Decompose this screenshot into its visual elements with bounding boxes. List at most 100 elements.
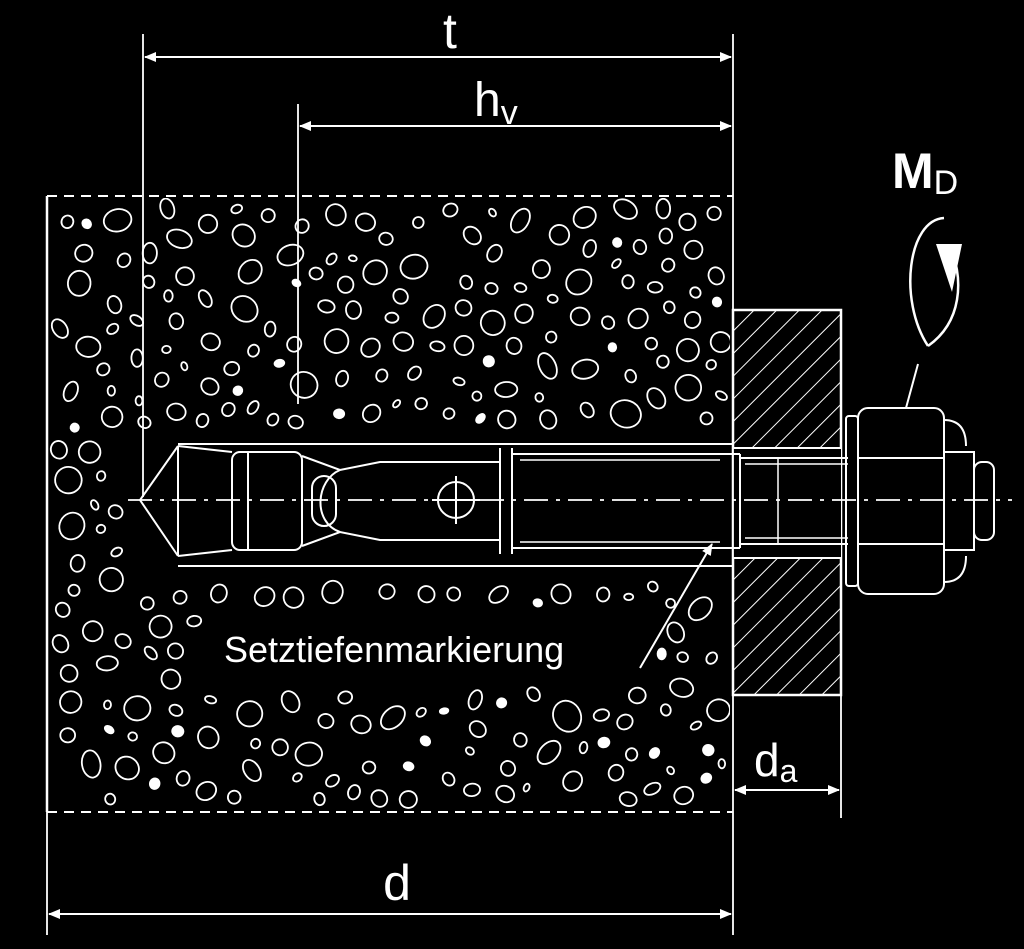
aggregate-pebble	[488, 207, 497, 218]
aggregate-pebble	[572, 205, 597, 229]
aggregate-pebble	[54, 465, 83, 495]
aggregate-pebble	[505, 336, 523, 355]
aggregate-pebble	[611, 258, 622, 269]
aggregate-pebble	[532, 598, 543, 608]
aggregate-pebble	[106, 384, 116, 397]
aggregate-pebble	[676, 651, 689, 663]
aggregate-pebble	[399, 253, 429, 280]
aggregate-pebble	[168, 703, 184, 717]
aggregate-pebble	[536, 739, 562, 765]
aggregate-pebble	[106, 295, 123, 315]
hv-label: hv	[474, 74, 518, 132]
t-label: t	[443, 3, 457, 59]
bolt-tip	[973, 461, 995, 541]
aggregate-pebble	[706, 698, 730, 722]
aggregate-pebble	[175, 266, 195, 287]
aggregate-pebble	[172, 589, 188, 605]
aggregate-pebble	[378, 231, 394, 246]
aggregate-pebble	[546, 293, 559, 304]
aggregate-pebble	[280, 690, 301, 714]
aggregate-pebble	[95, 523, 107, 534]
aggregate-pebble	[114, 633, 132, 649]
aggregate-pebble	[137, 415, 152, 429]
aggregate-pebble	[66, 269, 92, 297]
aggregate-pebble	[648, 747, 661, 759]
aggregate-pebble	[700, 772, 713, 784]
aggregate-pebble	[687, 596, 713, 622]
setting-depth-marking: Setztiefenmarkierung	[218, 543, 713, 674]
expansion-sleeve-front	[231, 451, 303, 551]
aggregate-pebble	[321, 579, 344, 605]
aggregate-pebble	[454, 299, 473, 317]
aggregate-pebble	[266, 412, 280, 427]
aggregate-pebble	[313, 791, 326, 807]
aggregate-pebble	[646, 387, 667, 410]
aggregate-pebble	[163, 289, 174, 303]
aggregate-pebble	[308, 266, 324, 281]
aggregate-pebble	[62, 380, 79, 403]
aggregate-pebble	[658, 227, 674, 245]
da-label: da	[754, 734, 798, 789]
md-label-main: M	[892, 143, 934, 199]
aggregate-pebble	[500, 760, 516, 777]
aggregate-pebble	[154, 371, 170, 388]
aggregate-pebble	[345, 300, 362, 320]
aggregate-pebble	[609, 399, 642, 429]
aggregate-pebble	[442, 407, 456, 420]
aggregate-pebble	[148, 614, 173, 639]
aggregate-pebble	[223, 361, 241, 377]
dimension-hv: hv	[297, 74, 732, 404]
aggregate-pebble	[422, 304, 446, 329]
aggregate-pebble	[579, 401, 595, 419]
aggregate-pebble	[354, 212, 377, 232]
aggregate-pebble	[669, 677, 695, 698]
aggregate-pebble	[74, 243, 94, 263]
aggregate-pebble	[362, 259, 388, 286]
aggregate-pebble	[706, 205, 722, 221]
aggregate-pebble	[534, 392, 545, 403]
aggregate-pebble	[230, 295, 259, 323]
aggregate-pebble	[210, 583, 228, 604]
aggregate-pebble	[441, 771, 456, 787]
torque-leader	[905, 363, 919, 409]
aggregate-pebble	[237, 258, 263, 285]
aggregate-pebble	[656, 354, 670, 369]
aggregate-pebble	[613, 198, 638, 220]
aggregate-pebble	[659, 703, 672, 717]
aggregate-pebble	[711, 296, 723, 308]
aggregate-pebble	[526, 686, 541, 702]
aggregate-pebble	[462, 225, 482, 246]
hex-nut-chamfer-bottom	[943, 555, 967, 583]
aggregate-pebble	[569, 306, 591, 327]
aggregate-pebble	[114, 755, 140, 781]
aggregate-pebble	[494, 381, 519, 398]
aggregate-pebble	[663, 300, 676, 315]
torque-arc-back	[909, 216, 945, 347]
aggregate-pebble	[49, 440, 68, 460]
hv-label-main: h	[474, 74, 501, 127]
aggregate-pebble	[90, 499, 100, 511]
aggregate-pebble	[95, 655, 119, 672]
aggregate-pebble	[482, 355, 495, 368]
aggregate-pebble	[242, 759, 262, 782]
aggregate-pebble	[226, 789, 242, 805]
aggregate-pebble	[317, 299, 336, 314]
aggregate-pebble	[699, 411, 714, 426]
aggregate-pebble	[378, 583, 396, 600]
aggregate-pebble	[253, 586, 276, 607]
aggregate-pebble	[166, 228, 193, 249]
aggregate-pebble	[197, 725, 220, 750]
aggregate-pebble	[618, 791, 638, 807]
aggregate-pebble	[475, 413, 486, 424]
aggregate-pebble	[683, 239, 704, 260]
aggregate-pebble	[60, 214, 75, 229]
aggregate-pebble	[325, 252, 338, 266]
aggregate-pebble	[197, 213, 219, 234]
aggregate-pebble	[417, 585, 436, 604]
aggregate-pebble	[705, 651, 718, 665]
aggregate-pebble	[59, 727, 76, 744]
aggregate-pebble	[707, 266, 725, 286]
aggregate-pebble	[325, 203, 347, 227]
aggregate-pebble	[80, 749, 102, 779]
